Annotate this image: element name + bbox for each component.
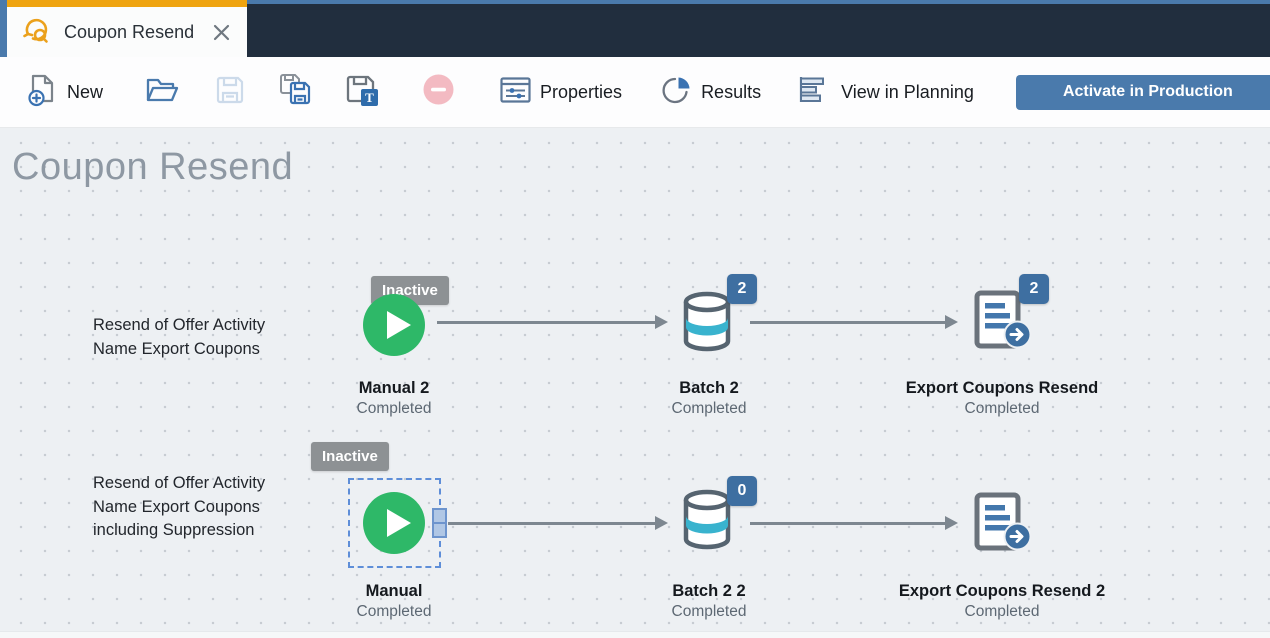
node-status: Completed xyxy=(964,400,1040,417)
view-in-planning-button[interactable]: View in Planning xyxy=(799,76,974,108)
resend-flowchart-icon xyxy=(21,15,51,50)
node-label: Export Coupons Resend 2 Completed xyxy=(872,582,1132,621)
tab-title: Coupon Resend xyxy=(64,21,195,42)
delete-button xyxy=(423,74,454,110)
node-label: Export Coupons Resend Completed xyxy=(872,379,1132,418)
view-in-planning-label: View in Planning xyxy=(841,81,974,102)
node-export-coupons-resend[interactable] xyxy=(974,290,1032,357)
database-icon xyxy=(678,291,736,357)
export-document-icon xyxy=(974,290,1032,356)
node-name: Manual 2 xyxy=(358,379,430,397)
flow-description: Resend of Offer Activity Name Export Cou… xyxy=(93,316,266,358)
properties-icon xyxy=(500,76,531,108)
node-label: Manual 2 Completed xyxy=(264,379,524,418)
tab-bar: Coupon Resend xyxy=(0,0,1270,57)
node-export-coupons-resend-2[interactable] xyxy=(974,492,1032,559)
node-label: Batch 2 Completed xyxy=(579,379,839,418)
connector-arrow xyxy=(750,516,958,530)
count-badge: 2 xyxy=(727,274,757,304)
new-document-icon xyxy=(26,73,58,112)
planning-gantt-icon xyxy=(799,76,832,108)
results-label: Results xyxy=(701,81,762,102)
node-manual[interactable] xyxy=(363,492,425,559)
tab-coupon-resend[interactable]: Coupon Resend xyxy=(7,0,247,57)
remove-minus-icon xyxy=(423,74,454,110)
database-icon xyxy=(678,489,736,555)
node-name: Batch 2 2 xyxy=(672,582,746,600)
connector-arrow xyxy=(750,315,958,329)
open-folder-icon xyxy=(145,76,179,109)
play-icon xyxy=(363,294,425,360)
node-label: Batch 2 2 Completed xyxy=(579,582,839,621)
connector-handle[interactable] xyxy=(432,508,447,538)
results-button[interactable]: Results xyxy=(662,75,761,110)
new-button[interactable]: New xyxy=(26,73,103,112)
save-button xyxy=(215,75,245,110)
properties-button[interactable]: Properties xyxy=(500,76,623,108)
count-badge: 0 xyxy=(727,476,757,506)
play-icon xyxy=(363,492,425,558)
activate-in-production-button[interactable]: Activate in Production xyxy=(1015,74,1270,110)
save-as-template-button[interactable]: T xyxy=(345,73,379,112)
node-batch-2-2[interactable] xyxy=(678,489,736,556)
status-badge-inactive: Inactive xyxy=(311,442,389,471)
left-edge-strip xyxy=(0,0,7,57)
toolbar: New xyxy=(0,57,1270,128)
node-manual-2[interactable] xyxy=(363,294,425,361)
flow-description: Resend of Offer Activity Name Export Cou… xyxy=(93,474,266,539)
node-name: Export Coupons Resend 2 xyxy=(898,582,1106,600)
node-status: Completed xyxy=(671,400,747,417)
open-button[interactable] xyxy=(145,76,179,109)
node-status: Completed xyxy=(671,603,747,620)
horizontal-scrollbar-track[interactable] xyxy=(0,631,1270,638)
count-badge: 2 xyxy=(1019,274,1049,304)
node-status: Completed xyxy=(356,400,432,417)
properties-label: Properties xyxy=(540,81,623,102)
flowchart-canvas[interactable]: Coupon Resend Resend of Offer Activity N… xyxy=(0,128,1270,638)
export-document-icon xyxy=(974,492,1032,558)
connector-arrow xyxy=(437,315,668,329)
node-name: Manual xyxy=(365,582,423,600)
node-name: Batch 2 xyxy=(679,379,739,397)
node-batch-2[interactable] xyxy=(678,291,736,358)
svg-text:T: T xyxy=(365,90,374,105)
connector-arrow xyxy=(448,516,668,530)
node-status: Completed xyxy=(964,603,1040,620)
node-name: Export Coupons Resend xyxy=(905,379,1099,397)
node-status: Completed xyxy=(356,603,432,620)
save-as-button[interactable] xyxy=(279,73,313,112)
header-background xyxy=(247,0,1270,57)
page-title: Coupon Resend xyxy=(12,146,294,188)
new-button-label: New xyxy=(67,81,104,102)
save-as-icon xyxy=(279,73,313,112)
node-label: Manual Completed xyxy=(264,582,524,621)
save-as-template-icon: T xyxy=(345,73,379,112)
close-icon[interactable] xyxy=(212,23,231,42)
save-icon xyxy=(215,75,245,110)
results-pie-icon xyxy=(662,75,692,110)
